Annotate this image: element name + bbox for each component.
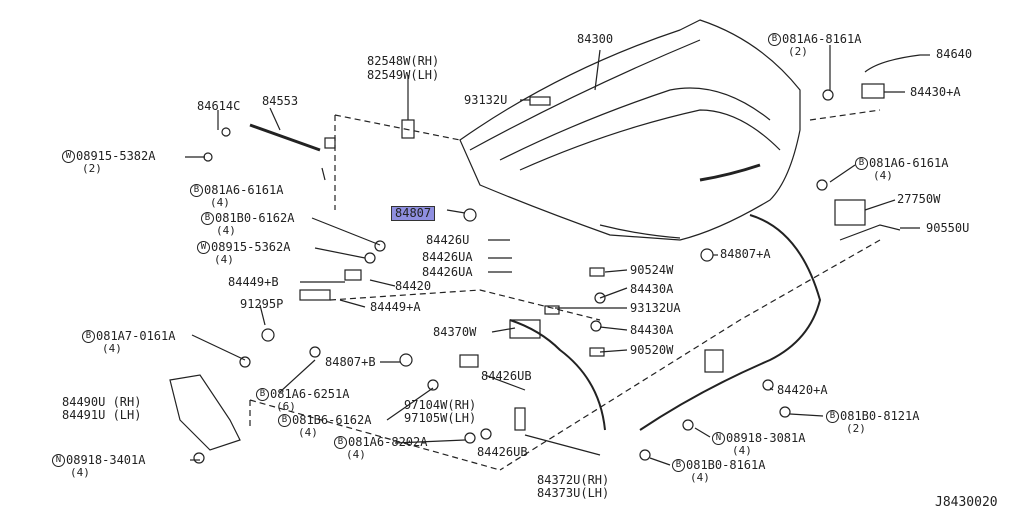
- qty: (2): [82, 162, 102, 175]
- callout-90524w: 90524W: [630, 263, 674, 277]
- callout-84449b: 84449+B: [228, 275, 279, 289]
- qty: (4): [216, 224, 236, 237]
- callout-84372u: 84372U(RH): [537, 473, 610, 487]
- callout-82549w: 82549W(LH): [367, 68, 440, 82]
- callout-84426u: 84426U: [426, 233, 470, 247]
- qty: (4): [70, 466, 90, 479]
- qty: (6): [276, 400, 296, 413]
- qty: (4): [873, 169, 893, 182]
- callout-27750w: 27750W: [897, 192, 941, 206]
- callout-84553: 84553: [262, 94, 299, 108]
- callout-84420a: 84420+A: [777, 383, 828, 397]
- callout-84426ub-2: 84426UB: [477, 445, 528, 459]
- callout-90520w: 90520W: [630, 343, 674, 357]
- callout-84370w: 84370W: [433, 325, 477, 339]
- qty: (2): [788, 45, 808, 58]
- qty: (4): [732, 444, 752, 457]
- callout-84420: 84420: [395, 279, 432, 293]
- callout-84373u: 84373U(LH): [537, 486, 610, 500]
- callout-84449a: 84449+A: [370, 300, 421, 314]
- callout-84490u: 84490U (RH): [62, 395, 142, 409]
- highlighted-part-84807[interactable]: 84807: [391, 206, 436, 221]
- callout-84640: 84640: [936, 47, 973, 61]
- callout-93132u: 93132U: [464, 93, 508, 107]
- callout-91295p: 91295P: [240, 297, 284, 311]
- callout-84491u: 84491U (LH): [62, 408, 142, 422]
- callout-93132ua: 93132UA: [630, 301, 681, 315]
- callout-84807a: 84807+A: [720, 247, 771, 261]
- callout-84426ub-1: 84426UB: [481, 369, 532, 383]
- callout-84430a-2: 84430A: [630, 323, 674, 337]
- qty: (4): [298, 426, 318, 439]
- callout-84614c: 84614C: [197, 99, 241, 113]
- callout-97104w: 97104W(RH): [404, 398, 477, 412]
- callout-84807b: 84807+B: [325, 355, 376, 369]
- callout-84426ua-2: 84426UA: [422, 265, 473, 279]
- callout-84300: 84300: [577, 32, 614, 46]
- qty: (4): [214, 253, 234, 266]
- callout-84430a-1: 84430A: [630, 282, 674, 296]
- qty: (4): [690, 471, 710, 484]
- callout-82548w: 82548W(RH): [367, 54, 440, 68]
- callout-97105w: 97105W(LH): [404, 411, 477, 425]
- qty: (4): [102, 342, 122, 355]
- callout-90550u: 90550U: [926, 221, 970, 235]
- diagram-code: J8430020: [935, 495, 998, 510]
- callout-84426ua-1: 84426UA: [422, 250, 473, 264]
- qty: (4): [346, 448, 366, 461]
- qty: (4): [210, 196, 230, 209]
- qty: (2): [846, 422, 866, 435]
- callout-84430a-3: 84430+A: [910, 85, 961, 99]
